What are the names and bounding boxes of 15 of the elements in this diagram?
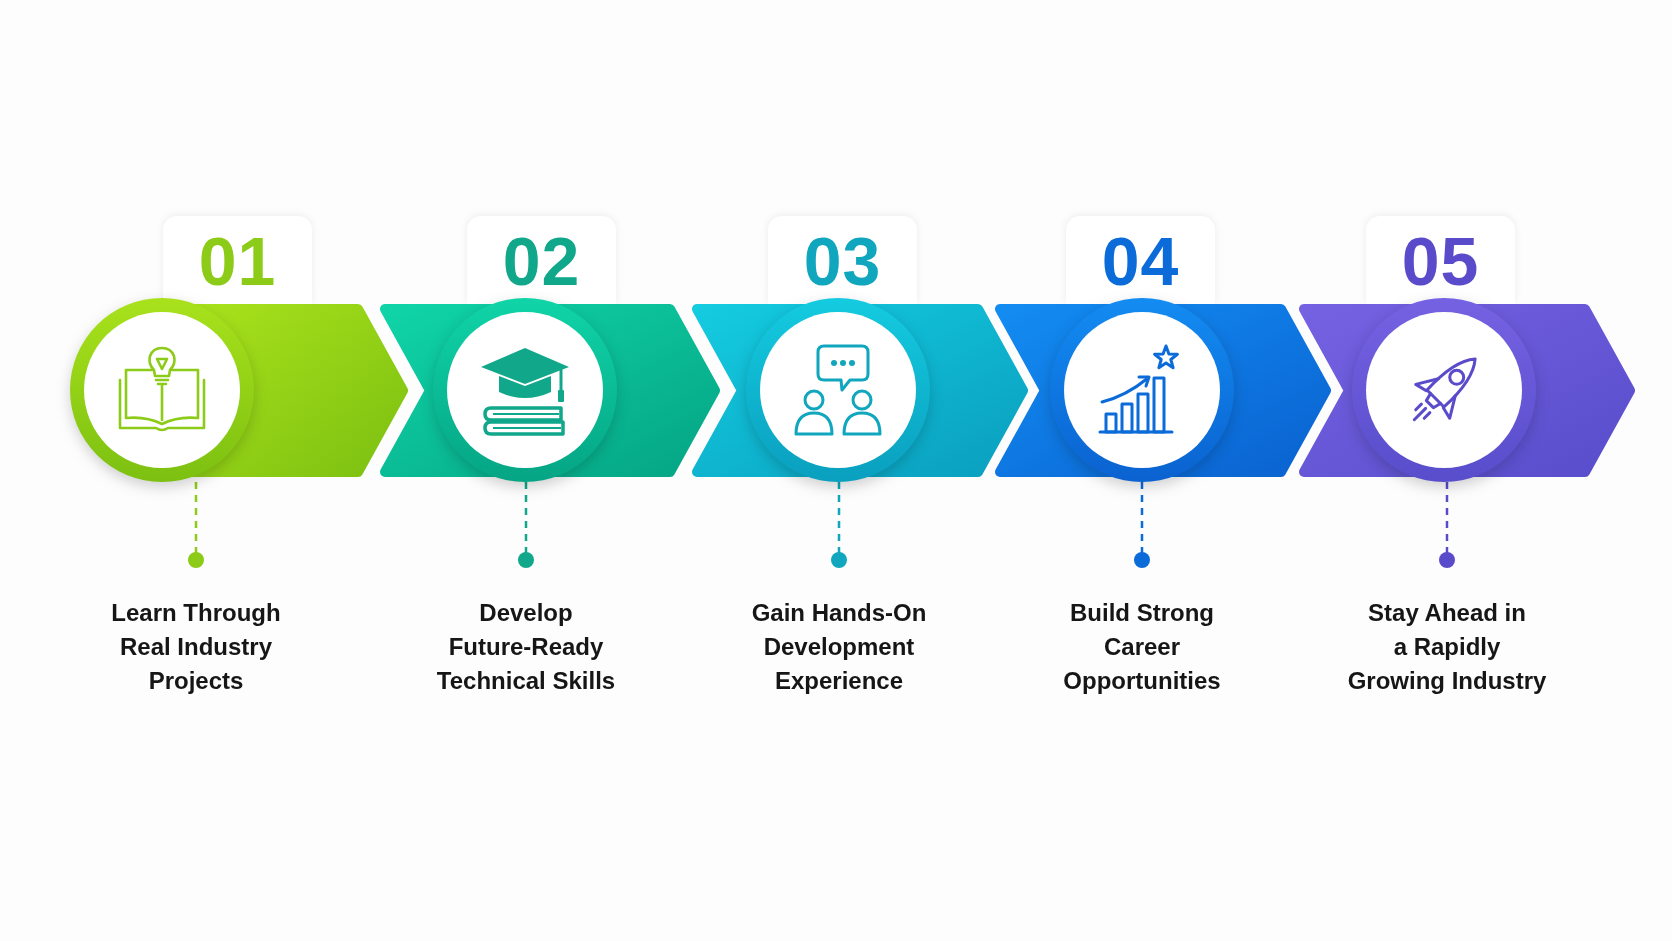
dashed-leader-line: [1439, 482, 1455, 568]
step-description: Learn Through Real Industry Projects: [111, 598, 281, 696]
step-number: 05: [1401, 227, 1480, 295]
step-number: 02: [502, 227, 581, 295]
step-number: 04: [1101, 227, 1180, 295]
dashed-leader-line: [831, 482, 847, 568]
dashed-leader-line: [1134, 482, 1150, 568]
step-number: 01: [198, 227, 277, 295]
step-description: Build Strong Career Opportunities: [1063, 598, 1221, 696]
step-description: Gain Hands-On Development Experience: [751, 598, 927, 696]
step-number: 03: [803, 227, 882, 295]
step-description: Develop Future-Ready Technical Skills: [436, 598, 616, 696]
dashed-leader-line: [518, 482, 534, 568]
dashed-leader-line: [188, 482, 204, 568]
step-description: Stay Ahead in a Rapidly Growing Industry: [1347, 598, 1547, 696]
